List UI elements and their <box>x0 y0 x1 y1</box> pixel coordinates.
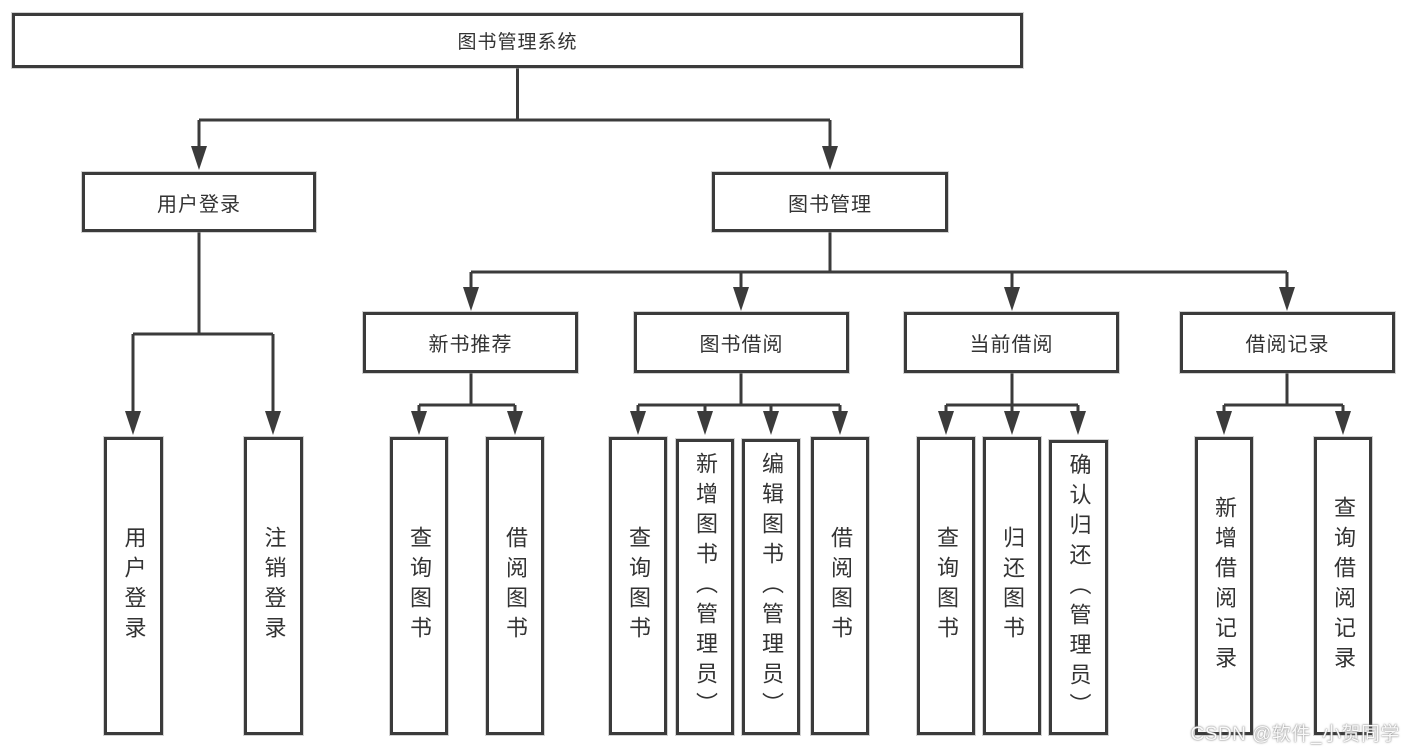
arrowhead <box>125 411 141 435</box>
leaf-label: 归还图书 <box>1000 526 1025 646</box>
arrowhead <box>1279 287 1295 311</box>
arrowhead <box>1004 411 1020 435</box>
leaf-label: 新增借阅记录 <box>1212 496 1237 676</box>
arrowhead <box>265 411 281 435</box>
leaf-label: 注销登录 <box>261 526 287 646</box>
leaf-current-query-books: 查询图书 <box>917 437 975 735</box>
arrowhead <box>938 411 954 435</box>
node-user-login-label: 用户登录 <box>157 193 241 216</box>
node-current-borrow-label: 当前借阅 <box>969 334 1054 356</box>
leaf-recommend-borrow-books: 借阅图书 <box>486 437 544 735</box>
arrowhead <box>463 287 479 311</box>
node-book-borrow: 图书借阅 <box>634 312 849 373</box>
arrowhead <box>1004 287 1020 311</box>
arrowhead <box>411 411 427 435</box>
node-root: 图书管理系统 <box>12 13 1023 68</box>
node-current-borrow: 当前借阅 <box>904 312 1119 373</box>
leaf-label: 确认归还（管理员） <box>1066 452 1092 723</box>
node-book-management-label: 图书管理 <box>788 193 872 216</box>
leaf-label: 查询图书 <box>934 526 959 646</box>
arrowhead <box>763 411 779 435</box>
arrowhead <box>191 146 207 170</box>
leaf-user-login: 用户登录 <box>104 437 163 735</box>
leaf-borrow-edit-books-admin: 编辑图书（管理员） <box>742 439 800 735</box>
leaf-borrow-add-books-admin: 新增图书（管理员） <box>676 439 734 735</box>
arrowhead <box>1070 411 1086 435</box>
node-book-management: 图书管理 <box>712 172 948 232</box>
leaf-label: 借阅图书 <box>828 526 853 646</box>
leaf-borrow-borrow-books: 借阅图书 <box>811 437 869 735</box>
node-borrow-records: 借阅记录 <box>1180 312 1395 373</box>
leaf-label: 查询图书 <box>626 526 651 646</box>
leaf-current-confirm-return-admin: 确认归还（管理员） <box>1049 440 1108 735</box>
leaf-label: 借阅图书 <box>503 526 528 646</box>
arrowhead <box>507 411 523 435</box>
node-borrow-records-label: 借阅记录 <box>1245 334 1330 356</box>
node-user-login: 用户登录 <box>82 172 316 232</box>
leaf-recommend-query-books: 查询图书 <box>390 437 448 735</box>
csdn-watermark: CSDN @软件_小贺同学 <box>1190 724 1400 745</box>
arrowhead <box>697 411 713 435</box>
leaf-records-query-record: 查询借阅记录 <box>1314 437 1372 735</box>
arrowhead <box>832 411 848 435</box>
arrowhead <box>630 411 646 435</box>
arrowhead <box>822 146 838 170</box>
leaf-label: 用户登录 <box>121 526 147 646</box>
arrowhead <box>733 287 749 311</box>
arrowhead <box>1335 411 1351 435</box>
leaf-logout: 注销登录 <box>244 437 303 735</box>
arrowhead <box>1216 411 1232 435</box>
leaf-records-add-record: 新增借阅记录 <box>1195 437 1253 735</box>
leaf-borrow-query-books: 查询图书 <box>609 437 667 735</box>
node-new-book-recommend-label: 新书推荐 <box>428 334 513 356</box>
leaf-label: 编辑图书（管理员） <box>759 452 784 722</box>
leaf-label: 查询图书 <box>407 526 432 646</box>
node-root-label: 图书管理系统 <box>457 32 578 53</box>
node-new-book-recommend: 新书推荐 <box>363 312 578 373</box>
leaf-label: 查询借阅记录 <box>1331 496 1356 676</box>
node-book-borrow-label: 图书借阅 <box>699 334 784 356</box>
leaf-current-return-books: 归还图书 <box>983 437 1041 735</box>
leaf-label: 新增图书（管理员） <box>693 452 718 722</box>
